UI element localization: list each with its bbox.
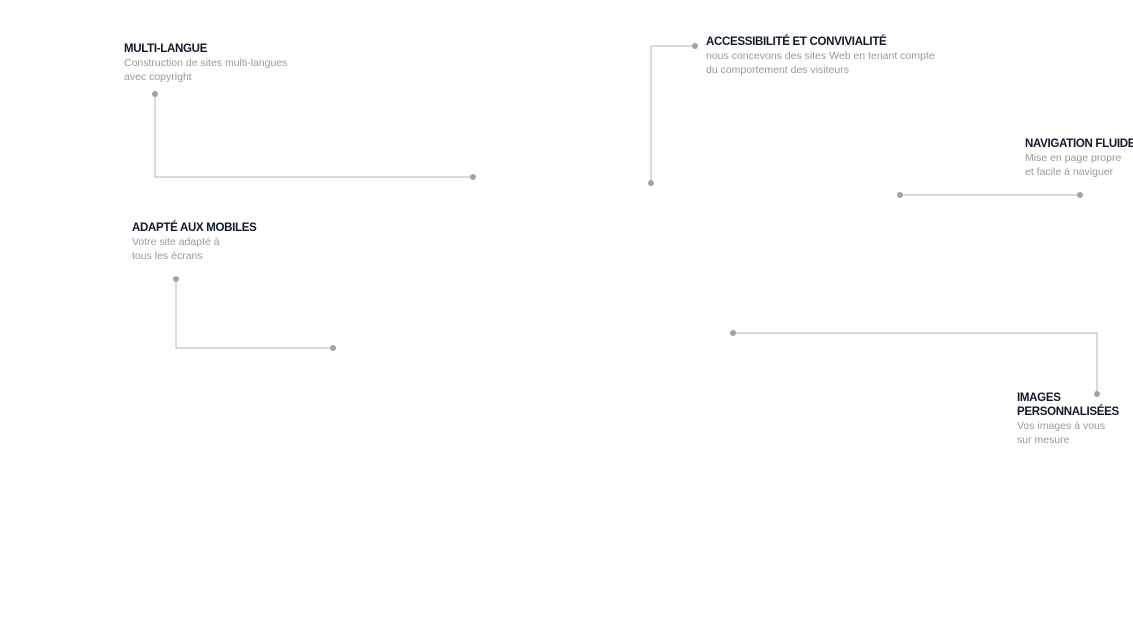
feature-navigation-desc-line: et facile à naviguer	[1025, 166, 1114, 178]
feature-multi-langue-desc-line: Construction de sites multi-langues	[124, 57, 288, 69]
feature-mobiles-desc-line: Votre site adapté à	[132, 236, 220, 248]
feature-navigation-title: NAVIGATION FLUIDE	[1025, 138, 1133, 150]
connector-accessibilite-end-dot	[648, 180, 654, 186]
connector-multi-langue	[152, 91, 476, 180]
feature-multi-langue-title: MULTI-LANGUE	[124, 43, 208, 55]
connector-multi-langue-end-dot	[470, 174, 476, 180]
connector-images-start-dot	[730, 330, 736, 336]
feature-images-title-line: PERSONNALISÉES	[1017, 406, 1119, 418]
feature-images-description: Vos images à vous sur mesure	[1017, 419, 1119, 447]
connector-navigation-start-dot	[897, 192, 903, 198]
feature-navigation-description: Mise en page propre et facile à naviguer	[1025, 151, 1133, 179]
connector-multi-langue-start-dot	[152, 91, 158, 97]
connector-accessibilite	[648, 43, 698, 186]
feature-accessibilite-description: nous concevons des sites Web en tenant c…	[706, 49, 935, 77]
feature-mobiles-title: ADAPTÉ AUX MOBILES	[132, 222, 257, 234]
connector-images-end-dot	[1094, 391, 1100, 397]
connector-images-line	[733, 332, 1098, 394]
feature-adapte-mobiles: ADAPTÉ AUX MOBILES Votre site adapté à t…	[132, 221, 257, 263]
feature-mobiles-desc-line: tous les écrans	[132, 250, 203, 262]
feature-images-personnalisees: IMAGES PERSONNALISÉES Vos images à vous …	[1017, 391, 1119, 447]
feature-multi-langue-desc-line: avec copyright	[124, 71, 192, 83]
feature-accessibilite-desc-line: du comportement des visiteurs	[706, 64, 849, 76]
connector-navigation	[897, 192, 1083, 198]
connector-mobiles	[173, 276, 336, 351]
feature-accessibilite: ACCESSIBILITÉ ET CONVIVIALITÉ nous conce…	[706, 35, 935, 77]
feature-navigation-desc-line: Mise en page propre	[1025, 152, 1122, 164]
feature-accessibilite-desc-line: nous concevons des sites Web en tenant c…	[706, 50, 935, 62]
connector-mobiles-line	[175, 279, 333, 349]
connector-mobiles-end-dot	[330, 345, 336, 351]
connector-accessibilite-line	[650, 45, 695, 183]
connector-navigation-end-dot	[1077, 192, 1083, 198]
feature-accessibilite-title: ACCESSIBILITÉ ET CONVIVIALITÉ	[706, 36, 887, 48]
feature-images-title: IMAGES PERSONNALISÉES	[1017, 391, 1119, 419]
connector-accessibilite-start-dot	[692, 43, 698, 49]
feature-navigation-fluide: NAVIGATION FLUIDE Mise en page propre et…	[1025, 137, 1133, 179]
feature-multi-langue: MULTI-LANGUE Construction de sites multi…	[124, 42, 287, 84]
connector-images	[730, 330, 1100, 397]
feature-multi-langue-description: Construction de sites multi-langues avec…	[124, 56, 287, 84]
feature-images-desc-line: sur mesure	[1017, 434, 1070, 446]
feature-images-desc-line: Vos images à vous	[1017, 420, 1106, 432]
feature-mobiles-description: Votre site adapté à tous les écrans	[132, 235, 257, 263]
connector-multi-langue-line	[154, 94, 473, 178]
connector-mobiles-start-dot	[173, 276, 179, 282]
feature-images-title-line: IMAGES	[1017, 392, 1061, 404]
